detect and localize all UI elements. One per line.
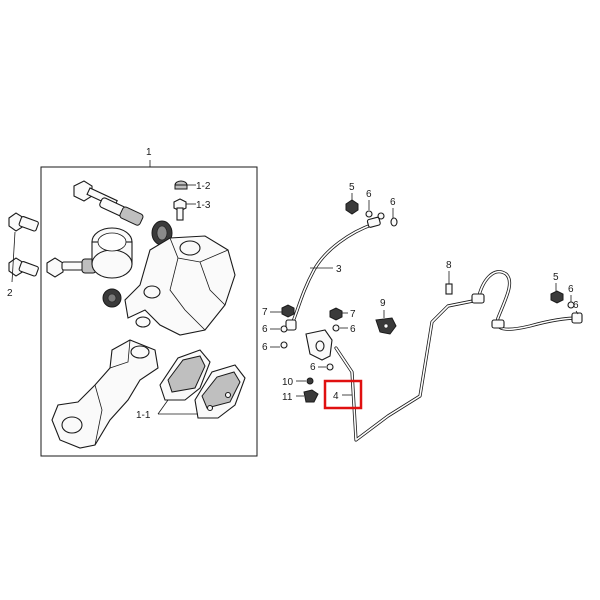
brake-pipe-main [334,298,480,442]
bolt-8 [445,283,453,295]
washer-6c [390,217,398,227]
clamp-11 [303,389,319,403]
leader-2 [11,231,16,283]
mounting-bolt-upper [8,212,39,232]
banjo-bolt-right [550,290,564,304]
washer-6b [377,212,385,220]
washer-left-a [280,325,288,333]
pipe-clamp [305,329,333,361]
slide-pin-bolt-upper [73,180,144,226]
callout-6-lower: 6 [310,362,316,373]
callout-5-upper: 5 [349,182,355,193]
callout-6-right-b: 6 [573,300,579,311]
slide-pin-bolt-lower [46,257,99,278]
hose-bracket-9 [375,317,397,335]
washer-center [332,324,340,332]
washer-right-a [567,301,575,309]
washer-left-b [280,341,288,349]
callout-6a: 6 [366,189,372,200]
callout-1-2: 1-2 [196,181,211,192]
banjo-bolt-left [281,304,295,318]
callout-11: 11 [282,392,293,403]
banjo-bolt-center [329,307,343,321]
callout-7-center: 7 [350,309,356,320]
callout-9: 9 [380,298,386,309]
callout-6-left-a: 6 [262,324,268,335]
piston-seal [151,220,173,246]
callout-1-1: 1-1 [136,410,151,421]
caliper-bracket [51,339,159,449]
bleeder-cap [174,180,188,190]
callout-6-right-a: 6 [568,284,574,295]
callout-2: 2 [7,288,13,299]
caliper-body [124,235,236,336]
callout-8: 8 [446,260,452,271]
washer-lower [326,363,334,371]
brake-pad-set [159,349,246,419]
caliper-assembly-box [40,166,258,457]
brake-hose-3 [285,216,381,331]
caliper-piston [91,227,133,279]
brake-hose-rear [471,270,583,331]
callout-3: 3 [336,264,342,275]
leader-1-1a [157,399,169,415]
clip-10 [306,377,314,385]
callout-7-left: 7 [262,307,268,318]
callout-1: 1 [146,147,152,158]
callout-4: 4 [333,391,339,402]
callout-6-center: 6 [350,324,356,335]
highlight-box-4 [323,379,363,410]
callout-1-3: 1-3 [196,200,211,211]
bleeder-valve [173,198,187,221]
callout-5-right: 5 [553,272,559,283]
dust-boot [102,288,122,308]
washer-6a [365,210,373,218]
callout-6b: 6 [390,197,396,208]
callout-6-left-b: 6 [262,342,268,353]
leader-6-right-b [575,310,579,315]
callout-10: 10 [282,377,294,388]
banjo-bolt-upper [345,199,359,215]
